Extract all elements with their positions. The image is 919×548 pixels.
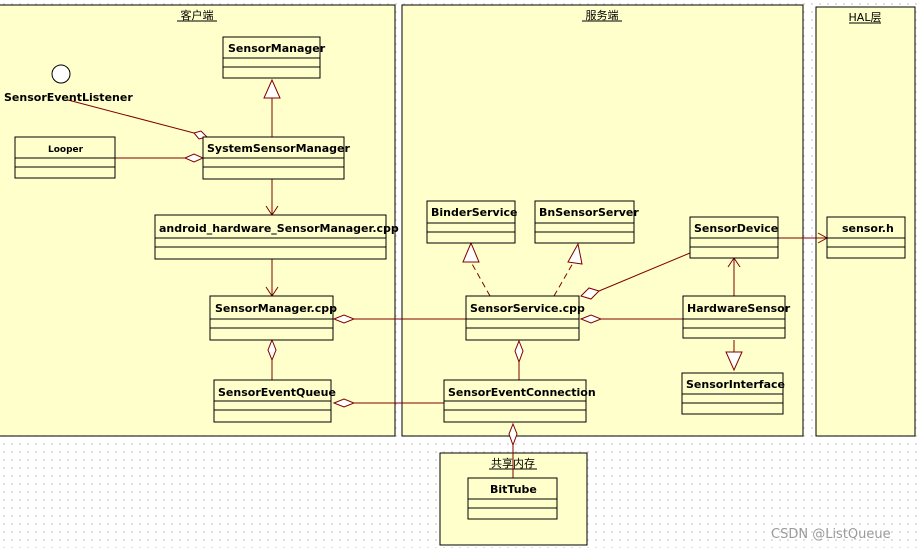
realization-arrowhead (725, 351, 743, 372)
class-title: BitTube (490, 483, 537, 496)
class-binder-service: BinderService (426, 200, 517, 244)
class-title: SensorDevice (694, 222, 778, 235)
class-title: BinderService (431, 206, 517, 219)
class-sensor-device: SensorDevice (689, 216, 779, 259)
watermark: CSDN @ListQueue (771, 527, 891, 542)
package-server-title: 服务端 (586, 9, 619, 22)
aggregation-diamond (267, 338, 277, 362)
interface-icon (51, 64, 71, 84)
class-bit-tube: BitTube (467, 477, 558, 520)
class-title: sensor.h (842, 222, 894, 235)
aggregation-diamond (579, 314, 603, 324)
class-system-sensor-manager: SystemSensorManager (202, 136, 351, 180)
class-sensor-event-connection: SensorEventConnection (443, 379, 596, 423)
generalization-arrowhead (263, 78, 281, 99)
class-title: SensorEventQueue (218, 386, 336, 399)
class-sensor-service-cpp: SensorService.cpp (465, 295, 585, 341)
class-android-hardware-sensor-manager-cpp: android_hardware_SensorManager.cpp (154, 214, 399, 260)
aggregation-diamond (580, 287, 600, 300)
class-title: HardwareSensor (687, 302, 791, 315)
aggregation-diamond (514, 339, 524, 364)
class-title: SensorEventConnection (448, 386, 596, 399)
association-line (598, 252, 691, 292)
generalization-arrowhead (462, 241, 480, 263)
class-looper: Looper (14, 136, 116, 179)
class-title: android_hardware_SensorManager.cpp (159, 222, 399, 235)
aggregation-diamond (508, 422, 518, 447)
class-title: SensorInterface (686, 378, 785, 391)
generalization-arrowhead (567, 242, 583, 265)
generalization-line (470, 261, 491, 297)
class-title: BnSensorServer (539, 206, 639, 219)
class-title: Looper (48, 145, 84, 155)
class-sensor-manager-cpp: SensorManager.cpp (209, 295, 337, 341)
aggregation-diamond (332, 314, 356, 324)
class-sensor-manager: SensorManager (222, 36, 326, 79)
interface-label: SensorEventListener (4, 91, 133, 104)
aggregation-diamond (332, 398, 356, 408)
class-title: SensorManager (228, 42, 326, 55)
association-line (67, 99, 195, 134)
package-client-title: 客户端 (181, 8, 214, 22)
class-title: SensorService.cpp (470, 302, 585, 315)
class-sensor-event-queue: SensorEventQueue (213, 379, 336, 423)
class-bn-sensor-server: BnSensorServer (534, 200, 639, 244)
generalization-line (553, 262, 574, 297)
class-title: SystemSensorManager (207, 142, 351, 155)
package-hal-title: HAL层 (849, 11, 882, 24)
class-title: SensorManager.cpp (215, 302, 337, 315)
class-sensor-h: sensor.h (826, 216, 906, 259)
class-sensor-interface: SensorInterface (681, 372, 785, 415)
class-hardware-sensor: HardwareSensor (682, 295, 791, 339)
